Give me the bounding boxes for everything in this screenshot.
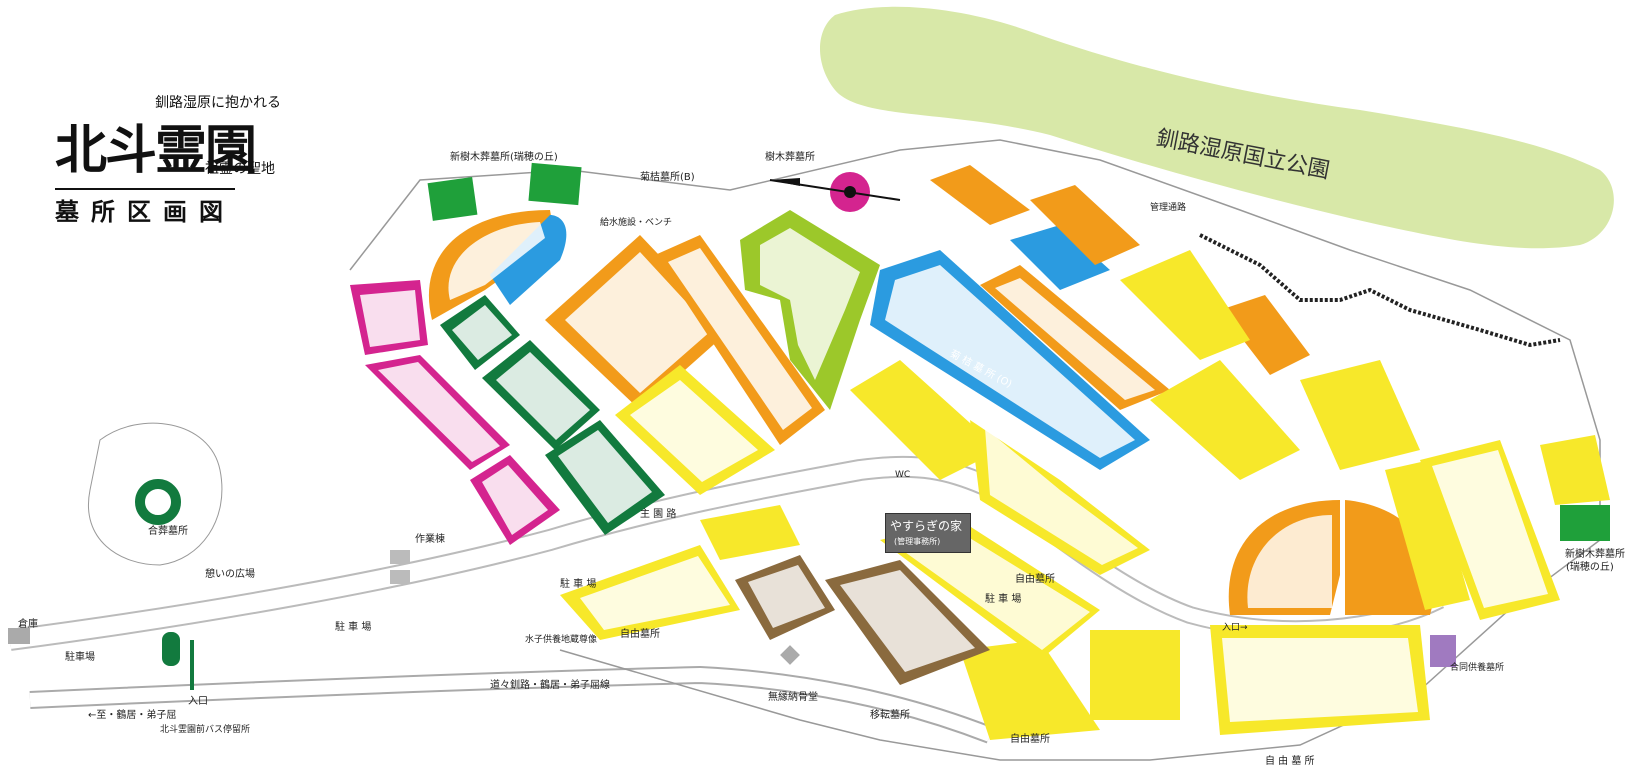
section-yellow-right-3: [1120, 250, 1250, 360]
section-blue-top: [490, 215, 567, 305]
green-bar: [190, 640, 194, 690]
work-building-1: [390, 550, 410, 564]
label-bus-stop: 北斗霊園前バス停留所: [160, 725, 251, 735]
label-soko: 倉庫: [18, 619, 38, 630]
label-main-road: 主 園 路: [640, 509, 677, 520]
label-iten: 移転墓所: [870, 710, 910, 721]
rest-house-name: やすらぎの家: [890, 519, 963, 533]
blue-diag-grid: [885, 265, 1135, 458]
lime-grid: [760, 228, 860, 380]
green-square-1: [427, 176, 478, 221]
yellow-s4-grid: [1222, 638, 1418, 722]
label-ikoi: 憩いの広場: [205, 569, 255, 580]
label-goso: 合葬墓所: [148, 526, 188, 537]
green-square-2: [528, 162, 582, 206]
ossuary: [780, 645, 800, 665]
warehouse: [8, 628, 30, 644]
yellow-farright-grid: [1432, 450, 1548, 608]
section-blue-top-right: [1010, 225, 1110, 290]
yellow-r2-grid: [985, 428, 1138, 565]
label-shinjumoku-right: 新樹木葬墓所: [1565, 549, 1625, 560]
yellow-bl-grid: [580, 556, 730, 630]
label-shinjumoku-right2: (瑞穂の丘): [1566, 562, 1614, 573]
subtitle: 祖霊の聖地: [205, 161, 275, 177]
label-jiyu-2: 自由墓所: [1015, 574, 1055, 585]
label-mizuko: 水子供養地蔵尊像: [525, 635, 598, 645]
section-orange-semicircle-2: [1345, 500, 1440, 615]
label-iriguchi-mid: 入口→: [1222, 623, 1248, 633]
brown-2-grid: [840, 570, 975, 672]
label-wc: WC: [895, 470, 911, 480]
brown-1-grid: [748, 565, 825, 628]
compass-arrow: [770, 178, 800, 186]
section-yellow-south-3: [1090, 630, 1180, 720]
purple-square: [1430, 635, 1456, 667]
label-iriguchi-left: 入口: [188, 696, 208, 707]
label-jumoku: 樹木葬墓所: [765, 152, 815, 163]
label-chusha-left: 駐車場: [65, 652, 95, 663]
label-road: 道々釧路・鶴居・弟子屈線: [490, 680, 610, 691]
tagline: 釧路湿原に抱かれる: [155, 95, 281, 111]
green-grid-2: [496, 352, 590, 440]
section-yellow-right-1: [850, 360, 1000, 480]
magenta-grid-2: [378, 362, 500, 462]
label-muen: 無縁納骨堂: [768, 692, 818, 703]
rest-house-sub: (管理事務所): [894, 537, 941, 546]
national-park-area: [820, 6, 1614, 249]
label-chusha-mid1: 駐 車 場: [335, 622, 372, 633]
label-jiyu-3: 自由墓所: [1010, 734, 1050, 745]
label-sagyo: 作業棟: [415, 534, 445, 545]
section-orange-r2: [1030, 185, 1140, 265]
section-yellow-right-4: [1150, 360, 1300, 480]
orange-r3-grid: [995, 278, 1155, 400]
green-pill: [162, 632, 180, 666]
prefectural-road-inner: [29, 667, 993, 742]
map-title: 墓所区画図: [55, 188, 235, 227]
orange-right-grid: [668, 248, 812, 430]
grounds-outline: [349, 139, 1601, 761]
work-building-2: [390, 570, 410, 584]
section-orange-r4: [1220, 295, 1310, 375]
orange-semi-grid: [1247, 515, 1332, 608]
label-jiyu-5: 自 由 墓 所: [1265, 756, 1315, 767]
green-square-3: [1560, 505, 1610, 541]
section-yellow-farright-2: [1385, 460, 1470, 610]
magenta-grid-3: [482, 465, 548, 535]
communal-grave-ring: [135, 479, 181, 525]
green-grid-3: [558, 430, 652, 523]
rest-house: やすらぎの家 (管理事務所): [885, 513, 971, 553]
section-yellow-right-5: [1300, 360, 1420, 470]
label-jiyu-1: 自由墓所: [620, 629, 660, 640]
orange-center-grid: [565, 252, 712, 393]
orange-top-grid: [448, 222, 545, 300]
label-bus-dir: ←至・鶴居・弟子屈: [88, 710, 177, 721]
hill-outline: [88, 422, 223, 566]
label-shinjumoku-top: 新樹木葬墓所(瑞穂の丘): [450, 152, 558, 163]
label-kikyo: 菊桔墓所(B): [640, 172, 695, 183]
yellow-center-grid: [630, 380, 758, 482]
label-chusha-mid2: 駐 車 場: [560, 579, 597, 590]
label-kyusui: 給水施設・ベンチ: [600, 218, 673, 228]
boundary-line: [1199, 233, 1561, 348]
section-yellow-farright-3: [1540, 435, 1610, 505]
yellow-s1-grid: [895, 532, 1090, 650]
label-kanrido: 管理通路: [1150, 203, 1187, 213]
title-block: 釧路湿原に抱かれる 北斗霊園 祖霊の聖地 墓所区画図: [55, 88, 285, 226]
label-chusha-mid3: 駐 車 場: [985, 594, 1022, 605]
section-yellow-south-2: [960, 640, 1100, 740]
section-orange-r1: [930, 165, 1030, 225]
logo-text: 北斗霊園: [55, 120, 257, 181]
label-gojo: 合同供養墓所: [1450, 663, 1505, 673]
section-yellow-bc: [700, 505, 800, 560]
green-grid-1: [452, 305, 512, 360]
magenta-grid-1: [360, 290, 420, 347]
